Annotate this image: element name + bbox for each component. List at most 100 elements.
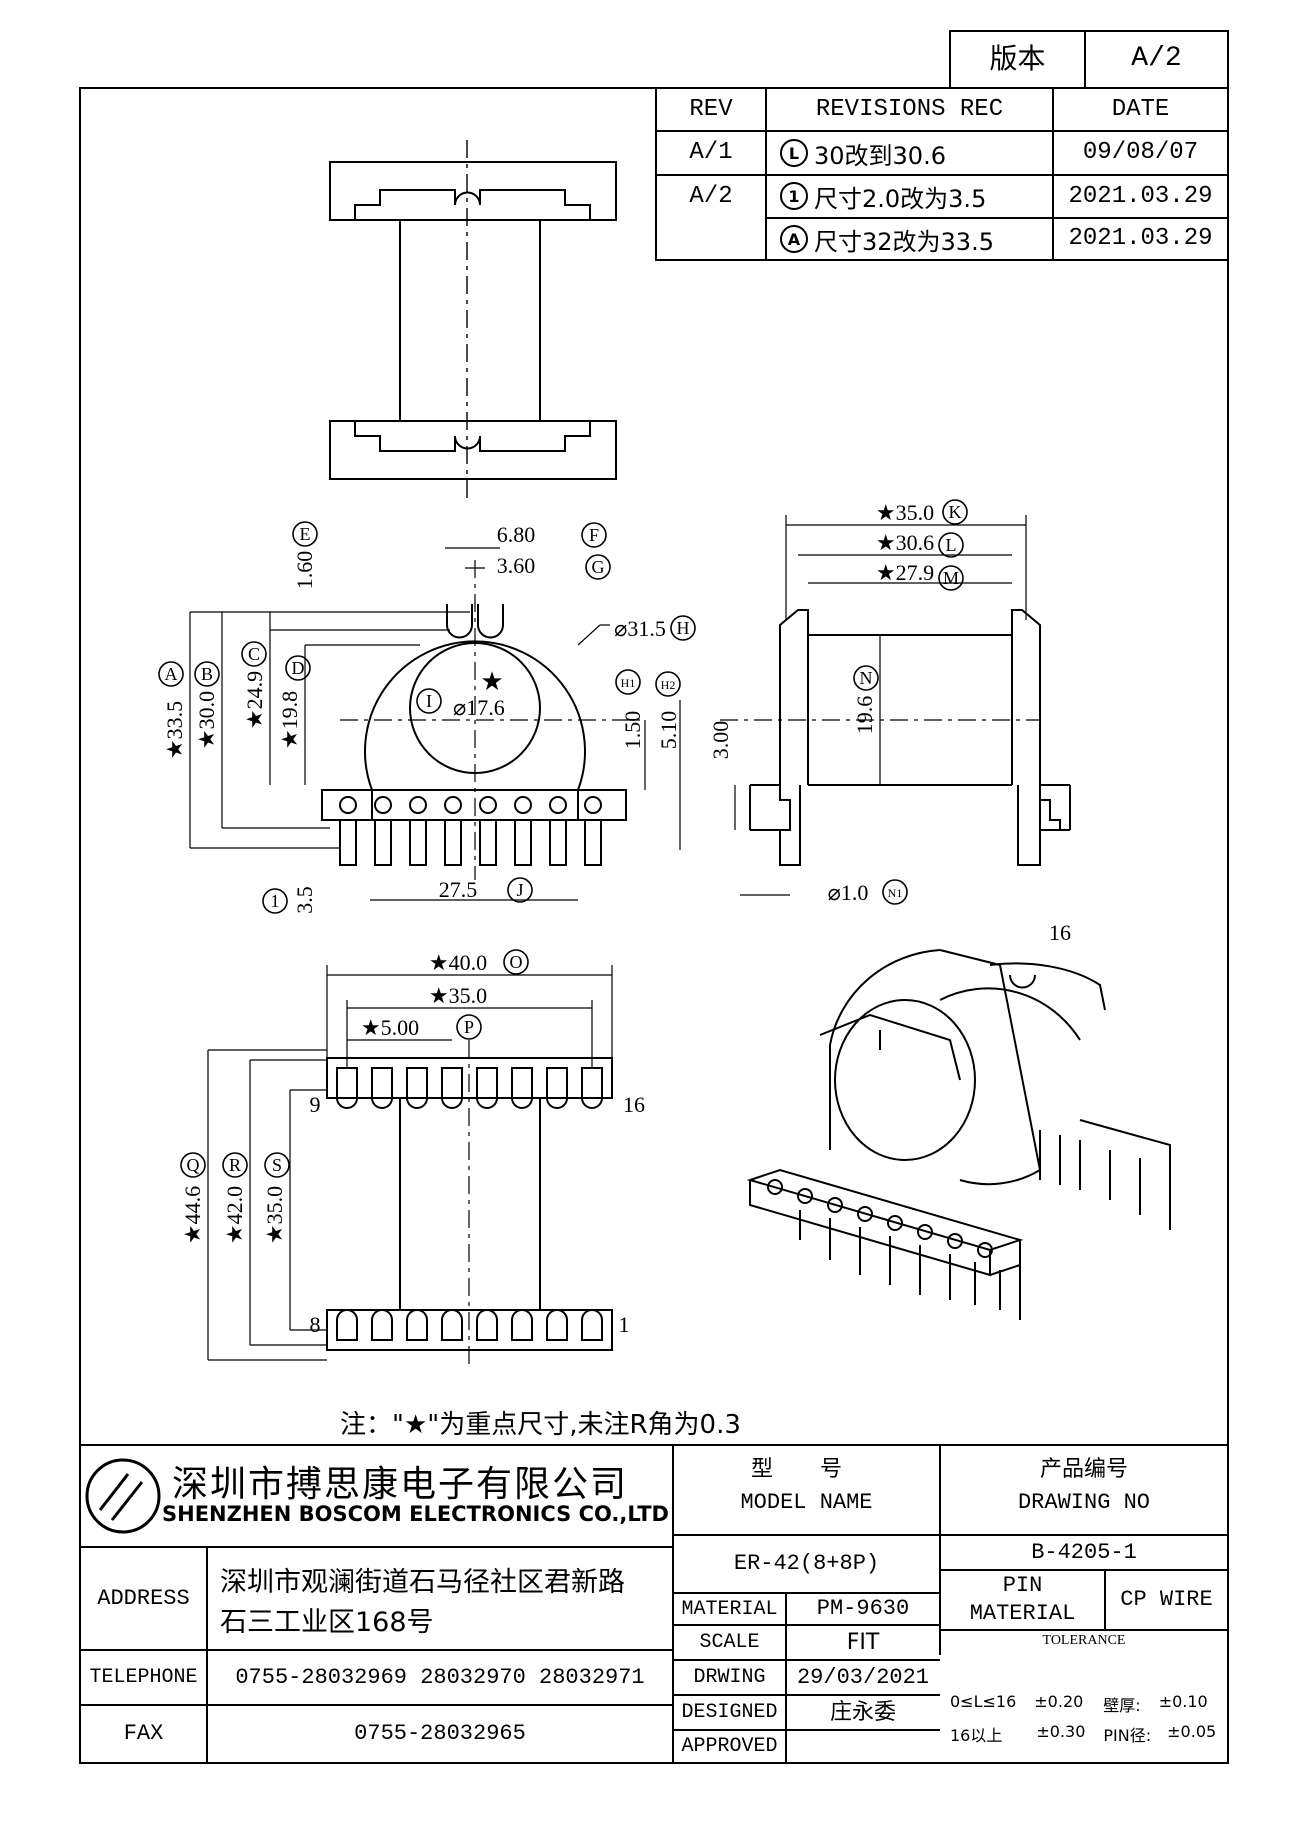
revision-row-2-desc: 尺寸2.0改为3.5	[814, 184, 987, 213]
revision-row-1-desc: 30改到30.6	[814, 141, 946, 170]
bottom-view	[207, 965, 613, 1370]
date-header: DATE	[1111, 95, 1170, 123]
dim-n1-value: ⌀1.0	[828, 880, 869, 905]
mark-r: R	[229, 1155, 241, 1175]
company-logo	[85, 1458, 161, 1534]
approved-value	[786, 1730, 940, 1763]
dim-g-value: 3.60	[497, 553, 536, 578]
dim-i-value: ⌀17.6	[453, 695, 505, 720]
mark-n: N	[860, 668, 873, 688]
material-label: MATERIAL	[681, 1597, 778, 1621]
dim-n-value: 19.6	[852, 696, 877, 735]
mark-h: H	[677, 618, 690, 638]
dim-q-value: ★44.6	[180, 1186, 205, 1244]
designed-label: DESIGNED	[681, 1701, 778, 1724]
dim-o-value: ★40.0	[429, 950, 487, 975]
pin-material-value: CP WIRE	[1120, 1587, 1213, 1613]
dim-b-value: ★30.0	[194, 691, 219, 749]
address-label: ADDRESS	[97, 1585, 190, 1611]
dim-h1-value: 1.50	[620, 711, 645, 750]
tolerance-value-1: ±0.20	[1034, 1692, 1084, 1711]
model-value: ER-42(8+8P)	[733, 1551, 880, 1577]
pin-material-label-2: MATERIAL	[969, 1601, 1076, 1627]
wall-thickness-value: ±0.10	[1158, 1692, 1208, 1711]
dim-r-value: ★42.0	[222, 1186, 247, 1244]
revisions-rec-header: REVISIONS REC	[815, 95, 1004, 123]
mark-h1: H1	[621, 676, 636, 690]
mark-l: L	[946, 535, 957, 555]
revision-row-1-rev: A/1	[689, 139, 733, 167]
telephone-label: TELEPHONE	[89, 1666, 198, 1689]
mark-k: K	[949, 502, 962, 522]
dim-35-value: ★35.0	[429, 983, 487, 1008]
revision-row-1-date: 09/08/07	[1082, 139, 1199, 167]
drwing-value: 29/03/2021	[796, 1664, 930, 1690]
star-icon: ★	[480, 667, 503, 696]
address-line-2: 石三工业区168号	[220, 1607, 434, 1638]
tolerance-label: TOLERANCE	[1042, 1632, 1126, 1648]
pin-material-label-1: PIN	[1002, 1573, 1043, 1599]
revision-row-2-text: 1 尺寸2.0改为3.5	[780, 179, 986, 213]
dim-s-value: ★35.0	[262, 1186, 287, 1244]
wall-thickness-label: 壁厚:	[1103, 1696, 1141, 1715]
mark-i: I	[426, 691, 432, 711]
front-view	[720, 515, 1071, 896]
mark-n1: N1	[888, 886, 903, 900]
tolerance-value-2: ±0.30	[1036, 1722, 1086, 1741]
pin-diameter-label: PIN径:	[1103, 1726, 1152, 1745]
dim-a-value: ★33.5	[162, 701, 187, 759]
mark-m: M	[943, 568, 959, 588]
revision-row-3-date: 2021.03.29	[1068, 225, 1213, 253]
revision-row-2-rev: A/2	[689, 182, 733, 210]
tolerance-row-1: 0≤L≤16 ±0.20 壁厚: ±0.10	[950, 1692, 1208, 1716]
dim-f-value: 6.80	[497, 522, 536, 547]
dim-d-value: ★19.8	[277, 691, 302, 749]
version-value: A/2	[1131, 43, 1182, 75]
drwing-label: DRWING	[693, 1666, 766, 1689]
mark-c: C	[248, 644, 260, 664]
approved-label: APPROVED	[681, 1735, 778, 1758]
mark-e: E	[300, 524, 311, 544]
dim-h-value: ⌀31.5	[614, 616, 666, 641]
dim-h2-value: 5.10	[656, 711, 681, 750]
mark-j: J	[516, 880, 523, 900]
dim-k-value: ★35.0	[876, 500, 934, 525]
bottom-pin-8: 8	[310, 1312, 321, 1337]
mark-f: F	[589, 525, 599, 545]
mark-a: A	[165, 664, 178, 684]
bottom-pin-9: 9	[310, 1092, 321, 1117]
tolerance-row-2: 16以上 ±0.30 PIN径: ±0.05	[950, 1722, 1216, 1746]
top-view	[329, 140, 617, 500]
title-block-grid	[80, 1444, 1228, 1763]
drawing-note: 注："★"为重点尺寸,未注R角为0.3	[340, 1410, 741, 1440]
reference-marks: E F G H A B C D I H1 H2 J 1 K L M N N1 O…	[158, 499, 968, 1178]
scale-label: SCALE	[699, 1631, 760, 1654]
isometric-view	[746, 949, 1171, 1320]
dim-l-value: ★30.6	[876, 530, 934, 555]
mark-q: Q	[187, 1155, 200, 1175]
revision-row-2-mark: 1	[780, 182, 808, 210]
dim-j-value: 27.5	[439, 877, 478, 902]
dim-c-value: ★24.9	[242, 671, 267, 729]
dim-one-value: 3.5	[292, 886, 317, 914]
revision-row-3-text: A 尺寸32改为33.5	[780, 222, 994, 256]
rev-header: REV	[689, 95, 733, 123]
company-name-cn: 深圳市搏思康电子有限公司	[172, 1464, 629, 1505]
sheet-frame	[79, 87, 1229, 1764]
scale-value: FIT	[846, 1629, 880, 1655]
bottom-pin-16: 16	[1049, 920, 1071, 945]
address-line-1: 深圳市观澜街道石马径社区君新路	[220, 1567, 625, 1598]
designed-value: 庄永委	[829, 1699, 896, 1725]
revision-row-1-mark: L	[780, 139, 808, 167]
telephone-value: 0755-28032969 28032970 28032971	[235, 1664, 645, 1690]
drawing-label-cn: 产品编号	[1039, 1457, 1128, 1483]
vertical-dimension-labels: 1.60 ★33.5 ★30.0 ★24.9 ★19.8 1.50 5.10 3…	[162, 551, 877, 1244]
revision-row-1-text: L 30改到30.6	[780, 136, 946, 170]
dim-e-value: 1.60	[292, 551, 317, 590]
pin-diameter-value: ±0.05	[1167, 1722, 1217, 1741]
mark-one: 1	[271, 891, 280, 911]
drawing-number-value: B-4205-1	[1031, 1539, 1137, 1565]
mark-s: S	[272, 1155, 282, 1175]
mark-b: B	[201, 664, 213, 684]
